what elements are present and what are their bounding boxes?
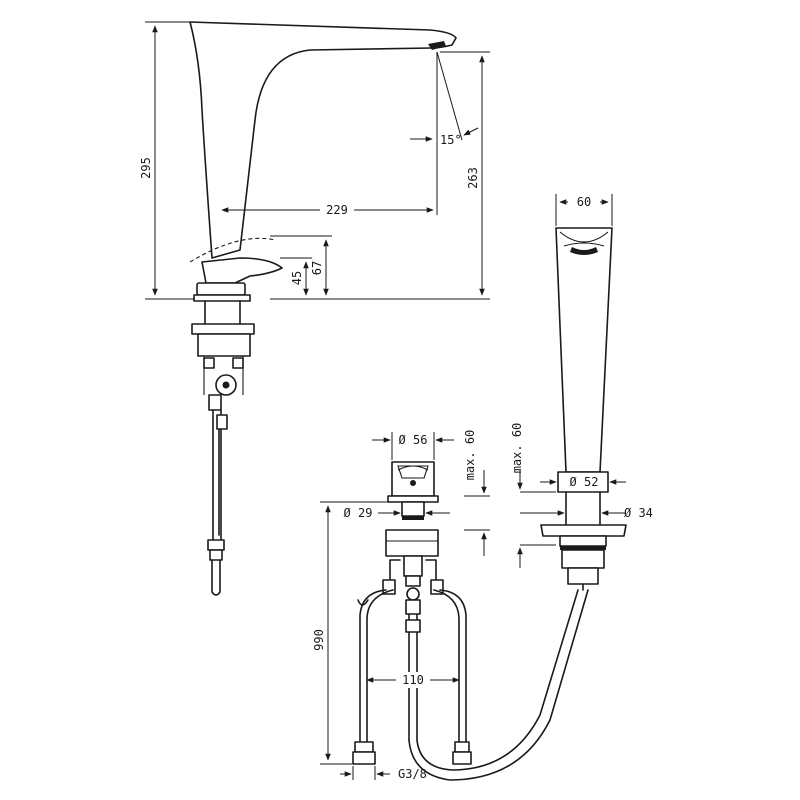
valve-dimensions	[320, 432, 490, 780]
label-spout-height: 263	[466, 167, 480, 189]
faucet-dimensions	[145, 21, 490, 300]
label-handle-diameter: Ø 52	[570, 475, 599, 489]
label-spout-diameter: Ø 56	[399, 433, 428, 447]
label-total-height: 295	[139, 157, 153, 179]
handle-assembly	[540, 227, 627, 591]
label-spout-bore: Ø 29	[344, 506, 373, 520]
label-spout-max-deck: max. 60	[463, 430, 477, 481]
label-handle-max-deck: max. 60	[510, 423, 524, 474]
dimension-labels: 295 263 229 15° 67 45 60 Ø 52 Ø 34 max. …	[139, 133, 653, 781]
valve-assembly	[352, 461, 589, 781]
label-hose-length: 990	[312, 629, 326, 651]
label-hose-spacing: 110	[402, 673, 424, 687]
label-handle-width: 60	[577, 195, 591, 209]
label-reach: 229	[326, 203, 348, 217]
label-base-height: 45	[290, 271, 304, 285]
label-lever-height: 67	[310, 261, 324, 275]
label-connection-thread: G3/8	[398, 767, 427, 781]
faucet-side-view	[189, 21, 457, 596]
label-angle: 15°	[440, 133, 462, 147]
label-handle-bore: Ø 34	[624, 506, 653, 520]
